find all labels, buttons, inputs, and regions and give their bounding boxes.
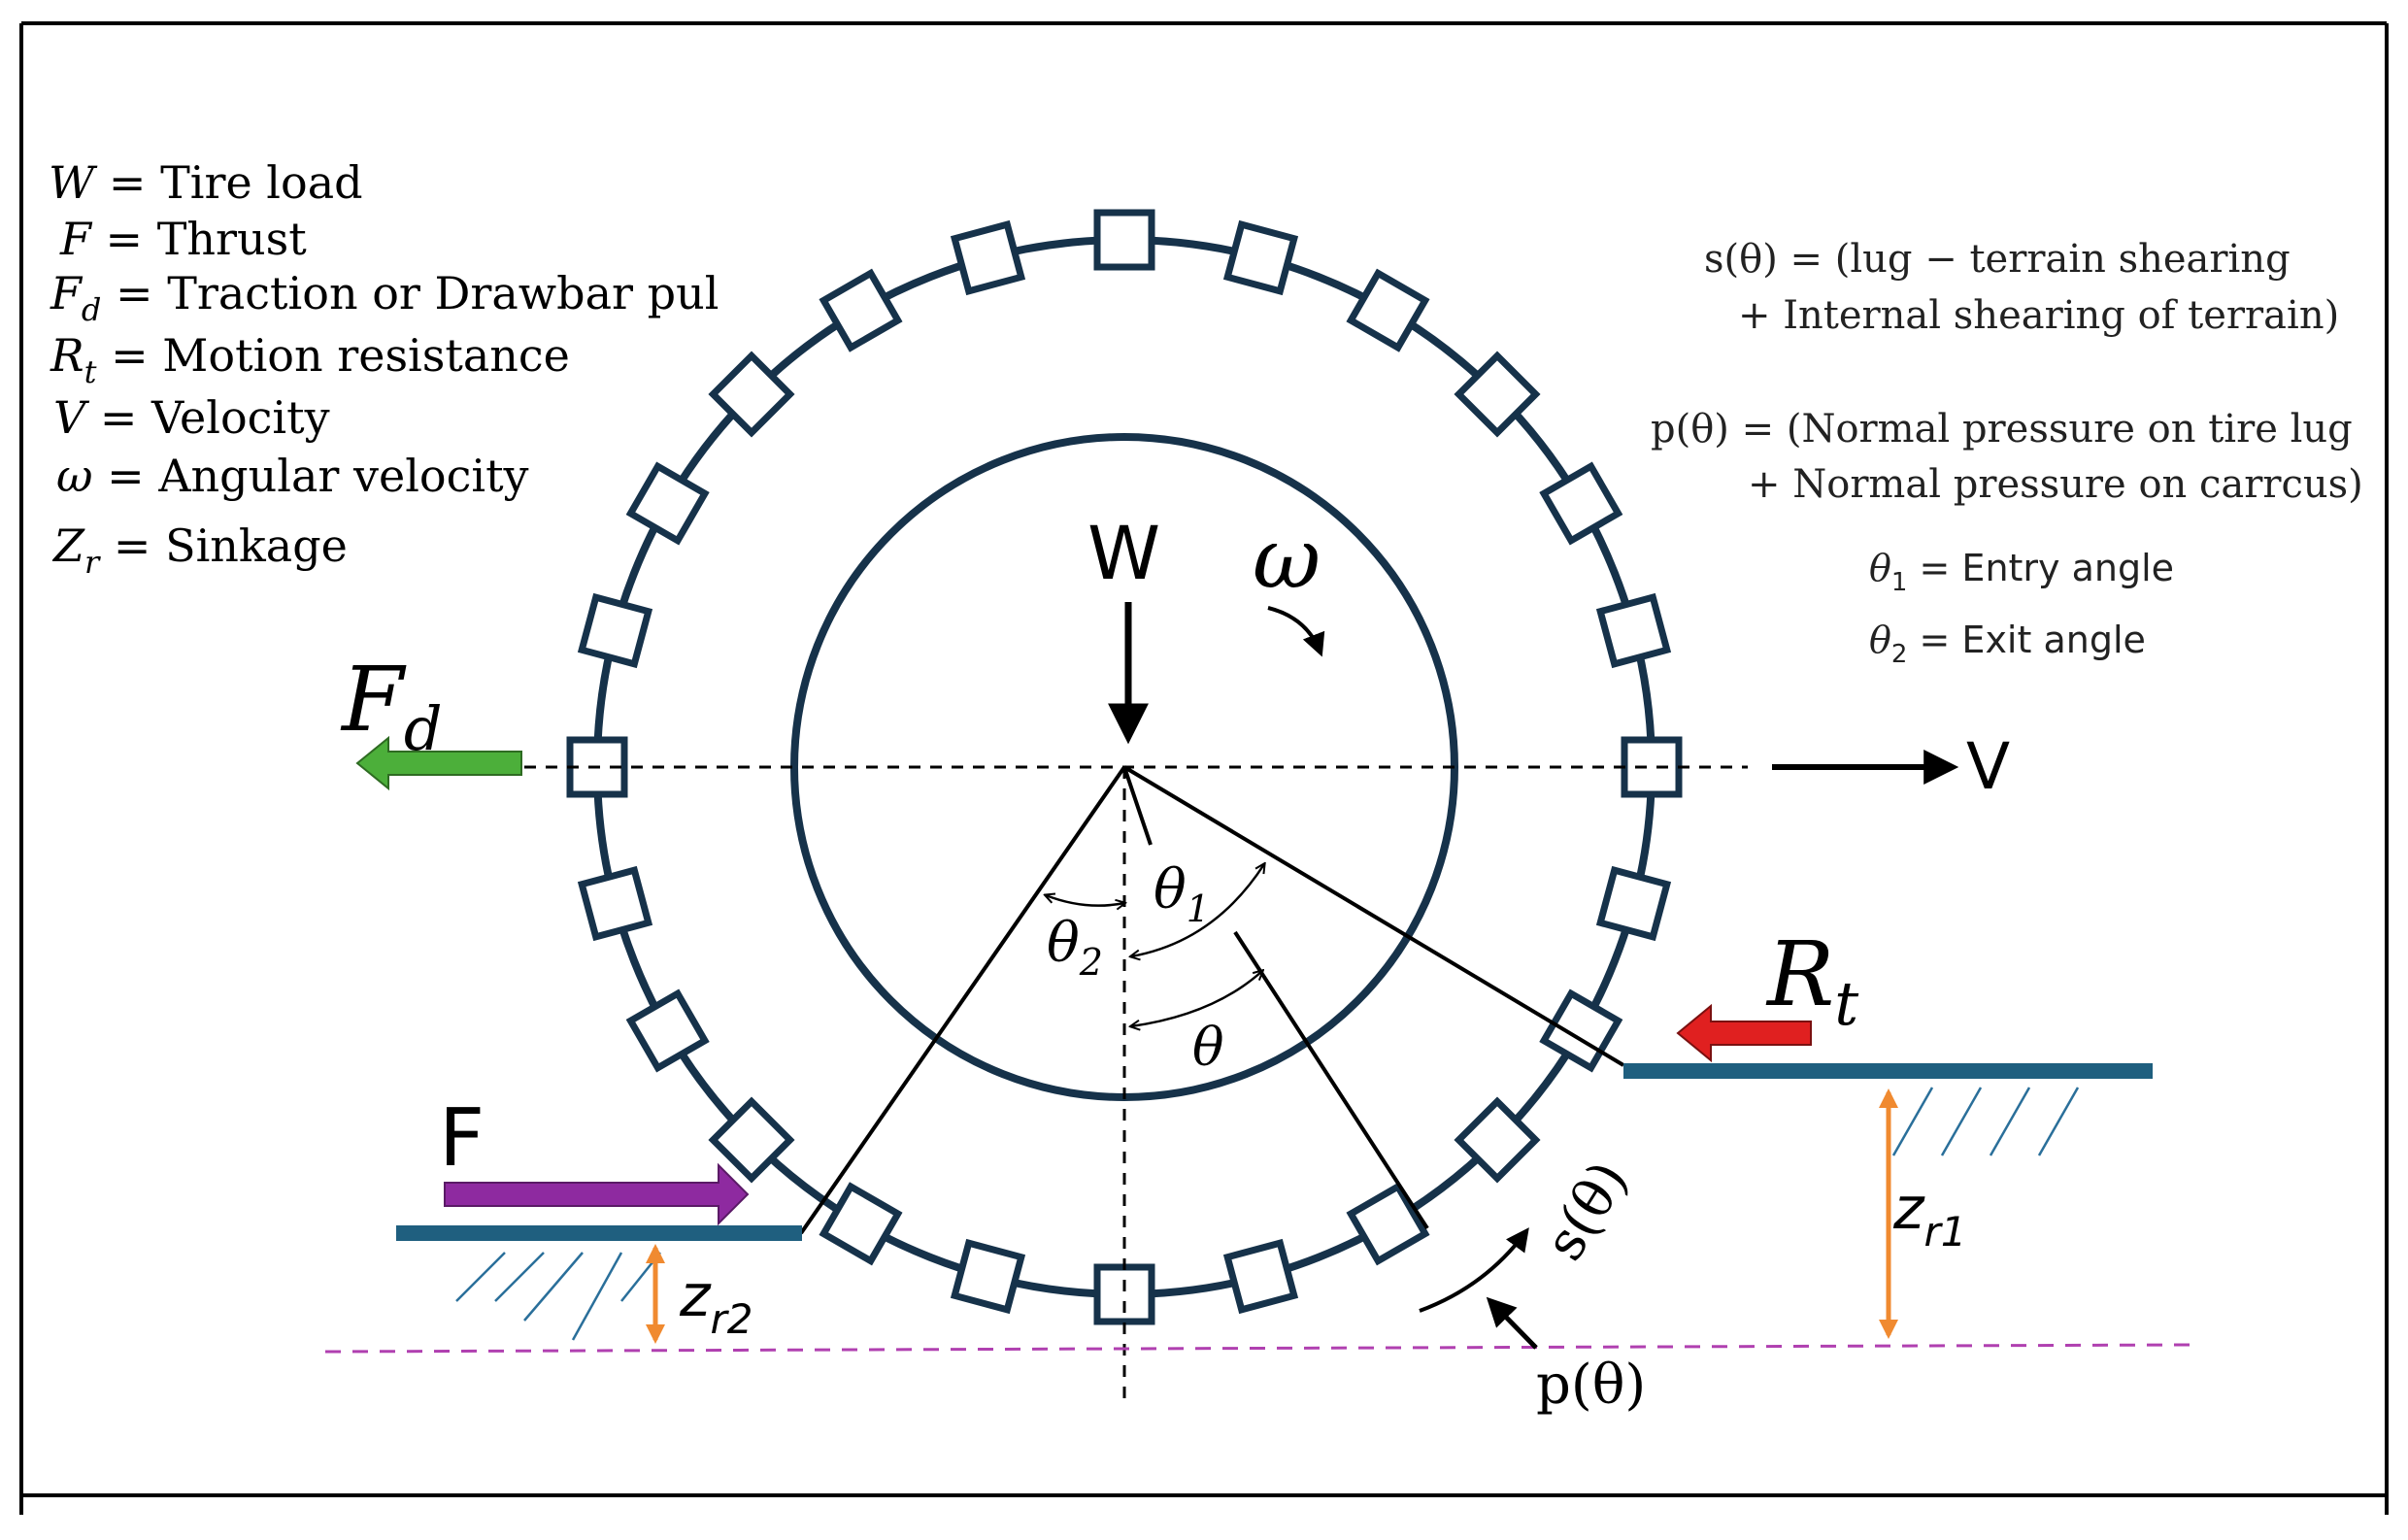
exit-radius — [799, 765, 1126, 1235]
thrust-arrow — [444, 1162, 750, 1226]
tire-lug — [1454, 1096, 1541, 1184]
legend-right: s(θ) = (lug − terrain shearing + Interna… — [1651, 237, 2363, 669]
normal-pressure-arrow — [1486, 1296, 1538, 1350]
load-label: W — [1087, 510, 1160, 596]
theta-radius-start — [1122, 766, 1153, 846]
tire-lug — [1222, 219, 1299, 296]
traction-arrow — [355, 735, 522, 791]
p-theta-definition-line2: + Normal pressure on carrcus) — [1748, 462, 2363, 507]
theta2-label: θ2 — [1047, 912, 1103, 984]
tire-lug — [950, 1238, 1026, 1315]
tire-lug — [1454, 351, 1541, 438]
legend-item-rt: Rt = Motion resistance — [50, 329, 570, 390]
legend-item-fd: Fd = Traction or Drawbar pul — [50, 267, 719, 328]
zr1-label: zr1 — [1892, 1175, 1967, 1255]
theta-label: θ — [1192, 1017, 1224, 1078]
traction-label: Fd — [340, 648, 443, 764]
zr2-label: zr2 — [679, 1262, 753, 1343]
tire-lug — [1222, 1238, 1299, 1315]
ground-right — [1623, 1063, 2153, 1156]
tire-lug — [1539, 461, 1623, 546]
theta1-arc — [1131, 864, 1264, 956]
tire-lug — [1093, 209, 1155, 271]
tire-lug — [708, 1096, 795, 1184]
theta2-definition: θ2 = Exit angle — [1869, 619, 2146, 669]
theta-radius — [1233, 930, 1429, 1230]
tire-lugs — [566, 209, 1683, 1325]
tire-lug — [708, 351, 795, 438]
shear-stress-label: s(θ) — [1533, 1151, 1641, 1271]
tire-lug — [577, 865, 653, 942]
shear-stress-arrow — [1419, 1227, 1529, 1313]
legend-item-v: V = Velocity — [53, 391, 330, 444]
tire-lug — [1346, 268, 1430, 352]
tire-lug — [1595, 592, 1672, 669]
normal-pressure-label: p(θ) — [1536, 1354, 1646, 1417]
angle-arcs — [1046, 864, 1264, 1026]
angular-velocity-arrow — [1267, 606, 1325, 657]
tire-lug — [1093, 1263, 1155, 1325]
tire-lug — [577, 592, 653, 669]
legend-left: W = Tire load F = Thrust Fd = Traction o… — [49, 156, 719, 581]
ground-left — [396, 1225, 802, 1341]
tire-lug — [625, 988, 710, 1073]
tire-lug — [950, 219, 1026, 296]
angular-velocity-label: ω — [1253, 511, 1321, 608]
sinkage-arrows — [646, 1088, 1898, 1344]
theta1-definition: θ1 = Entry angle — [1869, 547, 2174, 597]
theta-arc — [1131, 971, 1262, 1026]
tire-lug — [819, 268, 903, 352]
tire-lug — [1346, 1182, 1430, 1266]
s-theta-definition-line1: s(θ) = (lug − terrain shearing — [1704, 237, 2291, 282]
legend-item-f: F = Thrust — [59, 213, 307, 265]
legend-item-omega: ω = Angular velocity — [56, 450, 529, 502]
theta1-label: θ1 — [1154, 858, 1210, 930]
axis-lines — [524, 765, 1748, 1398]
resistance-arrow — [1676, 1003, 1812, 1063]
legend-item-w: W = Tire load — [49, 156, 363, 209]
tire-lug — [819, 1182, 903, 1266]
resistance-label: Rt — [1765, 922, 1858, 1039]
tire-lug — [1621, 736, 1683, 798]
ground-surface-left — [396, 1225, 802, 1241]
thrust-label: F — [439, 1092, 485, 1185]
tire — [566, 209, 1683, 1325]
sinkage-reference-line — [324, 1343, 2191, 1354]
tire-lug — [1595, 865, 1672, 942]
frame — [19, 21, 2389, 1515]
entry-radius — [1122, 765, 1625, 1067]
theta2-arc — [1046, 895, 1124, 906]
s-theta-definition-line2: + Internal shearing of terrain) — [1738, 293, 2339, 338]
ground-surface-right — [1623, 1063, 2153, 1079]
tire-lug — [625, 461, 710, 546]
radial-lines — [799, 765, 1625, 1235]
p-theta-definition-line1: p(θ) = (Normal pressure on tire lug — [1651, 407, 2353, 452]
velocity-label: V — [1966, 729, 2010, 804]
legend-item-zr: Zr = Sinkage — [51, 519, 348, 581]
